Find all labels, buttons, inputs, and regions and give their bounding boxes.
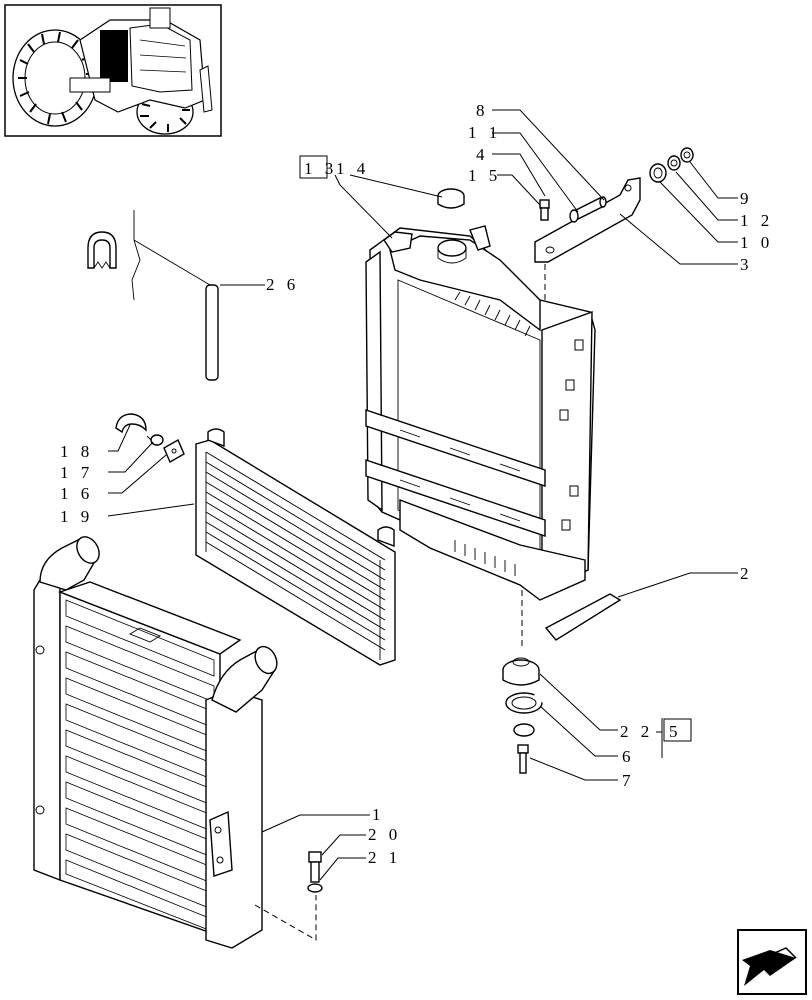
callout-1: 1	[372, 805, 385, 824]
leader-lines	[107, 109, 738, 881]
callout-10: 1 0	[740, 233, 773, 252]
callout-16: 1 6	[60, 484, 93, 503]
callout-7: 7	[622, 771, 635, 790]
callout-17: 1 7	[60, 463, 93, 482]
callout-3: 3	[740, 255, 753, 274]
callout-12: 1 2	[740, 211, 773, 230]
box-13	[299, 155, 328, 179]
callout-14: 1 4	[336, 159, 369, 178]
callout-26: 2 6	[266, 275, 299, 294]
callout-19: 1 9	[60, 507, 93, 526]
bushing-set	[649, 147, 694, 183]
charge-air-cooler	[33, 536, 317, 949]
callout-2: 2	[740, 564, 753, 583]
callout-9: 9	[740, 189, 753, 208]
callout-13: 1 3	[304, 159, 337, 178]
rubber-mount-set	[502, 593, 622, 774]
seal-profile	[87, 210, 219, 381]
callout-15: 1 5	[468, 166, 501, 185]
callout-21: 2 1	[368, 848, 401, 867]
box-5	[663, 718, 692, 742]
mounting-bracket	[534, 177, 641, 263]
callout-18: 1 8	[60, 442, 93, 461]
radiator	[365, 225, 596, 650]
callout-5: 5	[669, 722, 682, 741]
next-page-arrow-icon[interactable]	[737, 929, 807, 995]
callout-6: 6	[622, 747, 635, 766]
callout-20: 2 0	[368, 825, 401, 844]
bolt-and-washer	[307, 851, 323, 893]
intercooler	[115, 413, 396, 666]
tractor-thumbnail-icon[interactable]	[4, 4, 222, 137]
callout-4: 4	[476, 145, 489, 164]
callout-22: 2 2	[620, 722, 653, 741]
callout-8: 8	[476, 101, 489, 120]
radiator-cap	[437, 188, 465, 209]
callout-11: 1 1	[468, 123, 501, 142]
